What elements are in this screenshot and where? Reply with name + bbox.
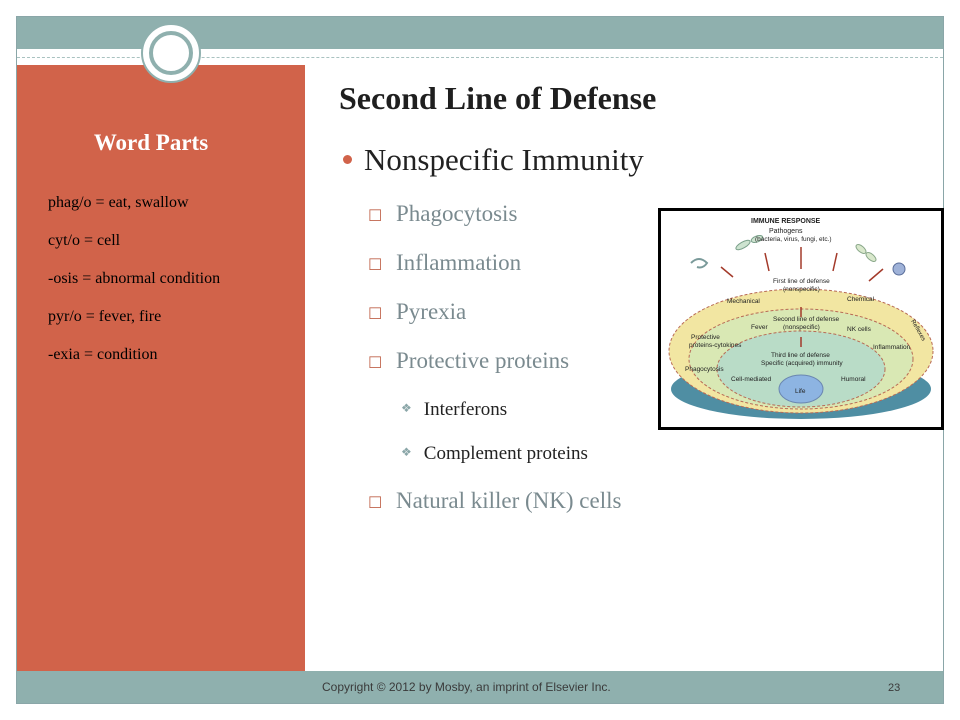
sub-item-text: Phagocytosis (396, 201, 518, 226)
dashed-divider (17, 57, 943, 58)
bullet-text: Nonspecific Immunity (364, 142, 644, 177)
checkbox-bullet-icon: ☐ (368, 354, 383, 372)
nk-cells-label: NK cells (847, 326, 872, 333)
humoral-label: Humoral (841, 376, 866, 383)
cross-bullet-icon: ❖ (401, 445, 412, 460)
word-part-item: phag/o = eat, swallow (48, 194, 189, 211)
pathogen-icon (865, 252, 877, 262)
sub-item-pyrexia: ☐ Pyrexia (368, 299, 466, 325)
cross-bullet-icon: ❖ (401, 401, 412, 416)
cell-mediated-label: Cell-mediated (731, 376, 771, 383)
sidebar-title: Word Parts (93, 130, 209, 155)
phagocytosis-label: Phagocytosis (685, 366, 724, 373)
ring-inner-icon (149, 31, 193, 75)
chemical-label: Chemical (847, 296, 875, 303)
life-core (778, 374, 824, 404)
sub-item-nk-cells: ☐ Natural killer (NK) cells (368, 488, 621, 514)
ring-ornament-icon (141, 23, 201, 83)
bullet-dot-icon (343, 155, 352, 165)
pathogen-icon (690, 258, 709, 269)
slide-title: Second Line of Defense (339, 80, 657, 116)
fever-label: Fever (751, 324, 768, 331)
pathogen-icon (750, 235, 764, 243)
third-line-label: Third line of defense (771, 352, 830, 359)
protective-label: Protective (691, 334, 720, 341)
checkbox-bullet-icon: ☐ (368, 305, 383, 323)
page-number: 23 (888, 682, 901, 694)
checkbox-bullet-icon: ☐ (368, 494, 383, 512)
life-label: Life (795, 388, 806, 395)
pathogen-icon (892, 262, 906, 276)
first-line-label: First line of defense (773, 278, 830, 285)
pathogen-icon (735, 239, 751, 251)
sub-item-phagocytosis: ☐ Phagocytosis (368, 201, 517, 227)
footer-copyright: Copyright © 2012 by Mosby, an imprint of… (322, 680, 611, 694)
sub-item-text: Inflammation (396, 250, 522, 275)
pathogens-label: Pathogens (769, 228, 803, 235)
word-part-item: -osis = abnormal condition (48, 270, 221, 287)
mechanical-label: Mechanical (727, 298, 760, 305)
subsub-item-text: Interferons (423, 399, 508, 420)
checkbox-bullet-icon: ☐ (368, 207, 383, 225)
first-line-sub-label: (nonspecific) (783, 286, 820, 293)
protective-sub-label: proteins-cytokines (689, 342, 742, 349)
pathogen-icon (855, 244, 867, 254)
word-parts-sidebar (17, 65, 305, 677)
subsub-item-complement-proteins: ❖ Complement proteins (401, 443, 588, 465)
inflammation-label: Inflammation (873, 344, 911, 351)
word-part-item: -exia = condition (48, 346, 158, 363)
immune-response-figure: IMMUNE RESPONSE Pathogens (bacteria, vir… (658, 208, 944, 430)
second-line-sub-label: (nonspecific) (783, 324, 820, 331)
figure-title: IMMUNE RESPONSE (751, 218, 821, 225)
third-layer (716, 330, 886, 408)
bottom-bar (17, 671, 943, 703)
sub-item-text: Pyrexia (396, 299, 467, 324)
bullet-nonspecific-immunity: Nonspecific Immunity (343, 142, 644, 178)
checkbox-bullet-icon: ☐ (368, 256, 383, 274)
third-line-sub-label: Specific (acquired) immunity (761, 360, 843, 367)
pathogens-detail-label: (bacteria, virus, fungi, etc.) (755, 236, 832, 243)
word-parts-list: phag/o = eat, swallow cyt/o = cell -osis… (48, 193, 288, 383)
subsub-item-interferons: ❖ Interferons (401, 399, 507, 421)
subsub-item-text: Complement proteins (423, 443, 588, 464)
sub-item-inflammation: ☐ Inflammation (368, 250, 521, 276)
sub-item-text: Natural killer (NK) cells (396, 488, 622, 513)
word-part-item: pyr/o = fever, fire (48, 308, 162, 325)
immune-response-diagram: IMMUNE RESPONSE Pathogens (bacteria, vir… (668, 218, 934, 419)
pathogen-arrows (720, 247, 884, 347)
sub-item-protective-proteins: ☐ Protective proteins (368, 348, 569, 374)
second-line-label: Second line of defense (773, 316, 840, 323)
sub-item-text: Protective proteins (396, 348, 570, 373)
word-part-item: cyt/o = cell (48, 232, 121, 249)
